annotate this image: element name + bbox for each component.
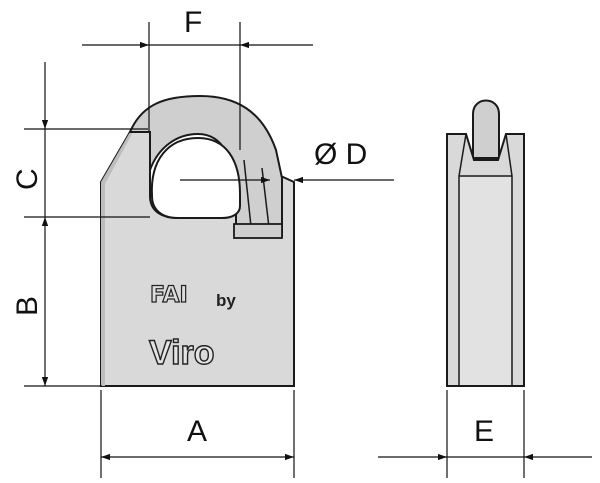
dim-label-f: F xyxy=(184,6,202,39)
dim-label-a: A xyxy=(187,415,207,448)
brand-name: Viro xyxy=(149,334,215,372)
front-view: FAI by Viro xyxy=(100,94,295,387)
dim-label-e: E xyxy=(474,415,494,448)
brand-maker: FAI xyxy=(150,283,188,308)
side-body-face xyxy=(460,177,511,385)
side-body-edges xyxy=(458,133,513,386)
dim-label-c: C xyxy=(11,168,44,190)
body-left-bevel xyxy=(101,132,133,386)
dim-label-b: B xyxy=(11,296,44,316)
side-view xyxy=(446,99,525,387)
brand-connector: by xyxy=(216,291,236,310)
dim-label-d: Ø D xyxy=(314,138,367,171)
shackle-foot xyxy=(233,223,283,239)
side-shackle xyxy=(472,99,500,159)
shackle-opening xyxy=(150,136,241,219)
dimensions xyxy=(24,22,592,478)
